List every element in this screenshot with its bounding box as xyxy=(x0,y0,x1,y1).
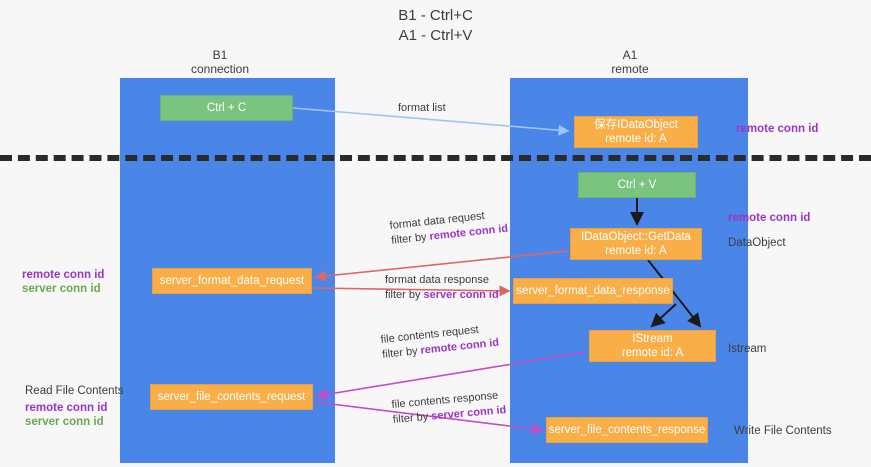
title-line-1: B1 - Ctrl+C xyxy=(398,7,473,24)
lane-header-b1: B1 connection xyxy=(140,48,300,76)
node-getdata-line2: remote id: A xyxy=(605,245,667,257)
annotation-remote-conn-id-right-1: remote conn id xyxy=(736,123,819,135)
flow-fcreq-prefix: filter by xyxy=(381,344,422,361)
flow-fdresp-line1: format data response xyxy=(385,274,489,286)
lane-header-a1: A1 remote xyxy=(540,48,720,76)
node-idataobject-getdata[interactable]: IDataObject::GetData remote id: A xyxy=(570,228,702,260)
lane-a1-name: A1 xyxy=(622,48,638,62)
annotation-read-file-contents: Read File Contents xyxy=(25,385,124,397)
node-server-file-contents-response-label: server_file_contents_response xyxy=(548,424,706,436)
arrow-getdata-to-istream xyxy=(647,259,702,328)
arrow-format-list xyxy=(292,107,570,136)
node-istream-line2: remote id: A xyxy=(621,347,684,359)
arrow-format-data-response xyxy=(313,285,511,297)
annotation-istream: Istream xyxy=(728,343,767,355)
node-server-file-contents-request[interactable]: server_file_contents_request xyxy=(150,384,313,410)
flow-fdresp-key: server conn id xyxy=(423,289,499,301)
node-ctrl-v[interactable]: Ctrl + V xyxy=(578,172,696,198)
annotation-remote-conn-id-left-1: remote conn id xyxy=(22,269,105,281)
flow-label-format-data-response: format data response filter by server co… xyxy=(385,273,499,303)
annotation-dataobject: DataObject xyxy=(728,237,786,249)
node-server-file-contents-request-label: server_file_contents_request xyxy=(157,391,306,403)
page-title: B1 - Ctrl+C A1 - Ctrl+V xyxy=(0,6,871,46)
node-server-format-data-response-label: server_format_data_response xyxy=(516,285,670,297)
annotation-server-conn-id-left-2: server conn id xyxy=(25,416,104,428)
node-istream-line1: IStream xyxy=(632,333,673,345)
node-server-file-contents-response[interactable]: server_file_contents_response xyxy=(546,417,708,443)
node-ctrl-c[interactable]: Ctrl + C xyxy=(160,95,293,121)
flow-fdreq-prefix: filter by xyxy=(390,230,431,247)
node-save-idataobject-line1: 保存IDataObject xyxy=(594,119,678,131)
node-server-format-data-request[interactable]: server_format_data_request xyxy=(152,268,312,294)
arrow-file-contents-response xyxy=(314,401,544,435)
annotation-write-file-contents: Write File Contents xyxy=(734,425,832,437)
flow-label-format-list: format list xyxy=(398,101,446,116)
lane-b1-name: B1 xyxy=(212,48,228,62)
annotation-remote-conn-id-left-2: remote conn id xyxy=(25,402,108,414)
flow-format-list-line1: format list xyxy=(398,102,446,114)
node-server-format-data-response[interactable]: server_format_data_response xyxy=(513,278,673,304)
annotation-server-conn-id-left-1: server conn id xyxy=(22,283,101,295)
annotation-remote-conn-id-right-2: remote conn id xyxy=(728,212,811,224)
node-ctrl-c-label: Ctrl + C xyxy=(206,102,247,114)
flow-fcresp-prefix: filter by xyxy=(392,410,432,426)
node-ctrl-v-label: Ctrl + V xyxy=(617,179,657,191)
flow-fdresp-line2: filter by server conn id xyxy=(385,288,499,303)
node-save-idataobject[interactable]: 保存IDataObject remote id: A xyxy=(574,116,698,148)
arrow-response-to-istream xyxy=(650,303,677,328)
arrow-file-contents-request xyxy=(315,351,587,400)
lane-a1-role: remote xyxy=(611,62,649,76)
arrow-format-data-request xyxy=(314,250,569,282)
flow-fdresp-prefix: filter by xyxy=(385,289,424,301)
node-getdata-line1: IDataObject::GetData xyxy=(581,231,691,243)
node-istream[interactable]: IStream remote id: A xyxy=(589,330,716,362)
phase-divider xyxy=(0,155,871,161)
lane-b1-role: connection xyxy=(190,62,250,76)
node-save-idataobject-line2: remote id: A xyxy=(605,133,667,145)
title-line-2: A1 - Ctrl+V xyxy=(398,27,473,44)
node-server-format-data-request-label: server_format_data_request xyxy=(159,275,305,287)
